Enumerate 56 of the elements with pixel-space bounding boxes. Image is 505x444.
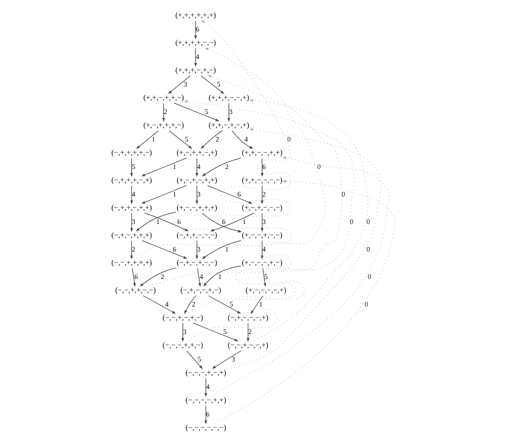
arrow <box>231 130 253 149</box>
arrow <box>212 156 390 396</box>
arrow <box>211 350 242 369</box>
arrow <box>250 295 263 314</box>
arrow <box>260 212 263 232</box>
arrow <box>186 350 202 370</box>
arrow <box>192 322 238 342</box>
arrow <box>140 185 186 204</box>
arrow <box>183 100 354 342</box>
arrow <box>201 212 242 232</box>
arrow <box>226 128 381 370</box>
arrow <box>201 158 241 176</box>
arrow <box>227 102 230 122</box>
arrow <box>248 99 368 342</box>
arrow <box>135 212 176 232</box>
arrow <box>131 268 136 287</box>
arrow <box>214 180 396 424</box>
arrow <box>130 158 132 177</box>
arrow <box>260 185 263 204</box>
arrow <box>188 75 342 314</box>
arrow <box>194 20 196 40</box>
arrow <box>204 405 207 424</box>
arrow <box>195 240 198 260</box>
arrow <box>260 240 263 260</box>
arrow <box>180 322 184 342</box>
arrow <box>206 185 252 204</box>
arrow <box>130 185 132 204</box>
arrow <box>196 268 201 287</box>
arrow <box>168 75 190 94</box>
arrow <box>202 266 241 287</box>
arrow <box>246 322 249 342</box>
arrow <box>148 48 325 286</box>
arrow <box>141 240 187 259</box>
arrow <box>136 130 158 149</box>
arrow <box>144 212 188 232</box>
arrow <box>139 268 176 286</box>
arrow <box>130 240 132 260</box>
arrow <box>142 295 176 314</box>
arrow <box>262 268 266 287</box>
arrow <box>130 212 132 232</box>
arrow <box>208 295 241 314</box>
arrow <box>195 185 198 204</box>
arrow <box>260 158 263 177</box>
arrow <box>136 20 292 259</box>
arrow <box>210 212 254 232</box>
arrow <box>184 295 196 314</box>
arrow <box>168 130 192 149</box>
arrow <box>162 102 164 122</box>
arrow <box>201 240 241 259</box>
arrow <box>140 158 186 176</box>
arrow <box>173 102 219 122</box>
arrow <box>200 75 224 94</box>
arrow <box>194 48 196 67</box>
arrow <box>195 158 198 177</box>
arrow <box>204 378 207 397</box>
arrow <box>200 130 222 149</box>
